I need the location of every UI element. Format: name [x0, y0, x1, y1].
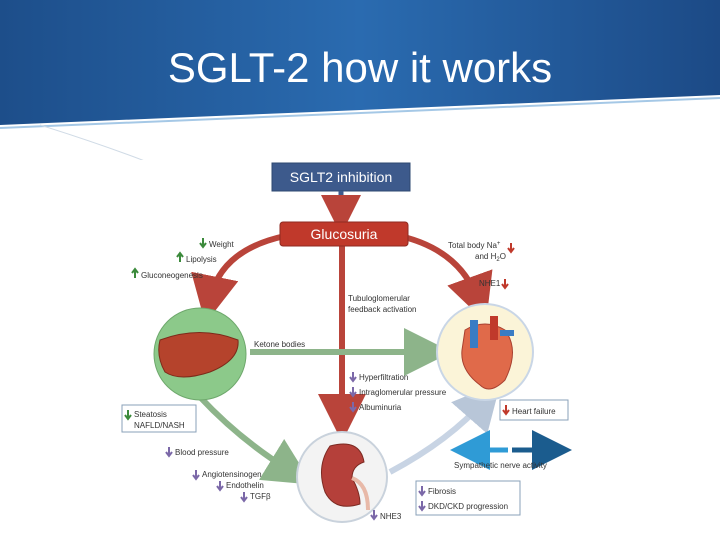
svg-text:SGLT2 inhibition: SGLT2 inhibition [290, 169, 392, 185]
svg-text:TGFβ: TGFβ [250, 492, 271, 501]
svg-text:Gluconeogenesis: Gluconeogenesis [141, 271, 203, 280]
svg-text:NHE1: NHE1 [479, 279, 501, 288]
svg-text:Albuminuria: Albuminuria [359, 403, 402, 412]
kidney-circle [296, 431, 388, 523]
svg-text:and H2O: and H2O [475, 252, 506, 263]
nhe3-label: NHE3 [370, 510, 402, 521]
arrow-to-liver [191, 233, 286, 324]
heart-icon [461, 316, 514, 390]
blood-pressure-label: Blood pressure [165, 447, 229, 458]
svg-text:Endothelin: Endothelin [226, 481, 264, 490]
svg-text:Total body Na+: Total body Na+ [448, 241, 501, 250]
glucosuria-box: Glucosuria [279, 221, 409, 247]
arrow-kidney-to-heart [388, 381, 501, 475]
kidney-effects: Hyperfiltration Intraglomerular pressure… [349, 372, 447, 413]
svg-text:Tubuloglomerular: Tubuloglomerular [348, 294, 410, 303]
hormones-label: Angiotensinogen Endothelin TGFβ [192, 470, 271, 503]
svg-text:Fibrosis: Fibrosis [428, 487, 456, 496]
svg-text:Hyperfiltration: Hyperfiltration [359, 373, 408, 382]
svg-text:feedback activation: feedback activation [348, 305, 417, 314]
svg-text:Lipolysis: Lipolysis [186, 255, 217, 264]
svg-text:Blood pressure: Blood pressure [175, 448, 229, 457]
svg-text:Glucosuria: Glucosuria [311, 226, 378, 242]
svg-text:Sympathetic nerve activity: Sympathetic nerve activity [454, 461, 547, 470]
liver-icon [158, 332, 239, 378]
svg-text:DKD/CKD progression: DKD/CKD progression [428, 502, 508, 511]
ketone-label: Ketone bodies [254, 340, 305, 349]
arrow-to-heart [399, 233, 493, 323]
slide-title: SGLT-2 how it works [167, 44, 553, 91]
svg-text:Angiotensinogen: Angiotensinogen [202, 470, 262, 479]
renal-outcomes-box: Fibrosis DKD/CKD progression [415, 480, 521, 516]
svg-text:NAFLD/NASH: NAFLD/NASH [134, 421, 185, 430]
feedback-label: Tubuloglomerular feedback activation [348, 294, 417, 314]
sympathetic-arrows: Sympathetic nerve activity [450, 430, 572, 470]
svg-text:Heart failure: Heart failure [512, 407, 556, 416]
svg-text:Weight: Weight [209, 240, 235, 249]
steatosis-box: Steatosis NAFLD/NASH [121, 404, 197, 433]
arrow-liver-to-kidney [197, 394, 313, 485]
liver-circle [153, 307, 247, 401]
slide-header: SGLT-2 how it works [0, 0, 720, 176]
header-background [0, 0, 720, 176]
right-effects: Total body Na+ and H2O NHE1 [448, 241, 515, 290]
kidney-icon [320, 443, 365, 507]
svg-text:Intraglomerular pressure: Intraglomerular pressure [359, 388, 447, 397]
left-effects: Weight Lipolysis Gluconeogenesis [131, 238, 235, 280]
heart-failure-box: Heart failure [499, 399, 569, 421]
heart-circle [436, 303, 534, 401]
svg-text:Steatosis: Steatosis [134, 410, 167, 419]
svg-text:NHE3: NHE3 [380, 512, 402, 521]
sglt2-inhibition-box: SGLT2 inhibition [271, 162, 411, 192]
